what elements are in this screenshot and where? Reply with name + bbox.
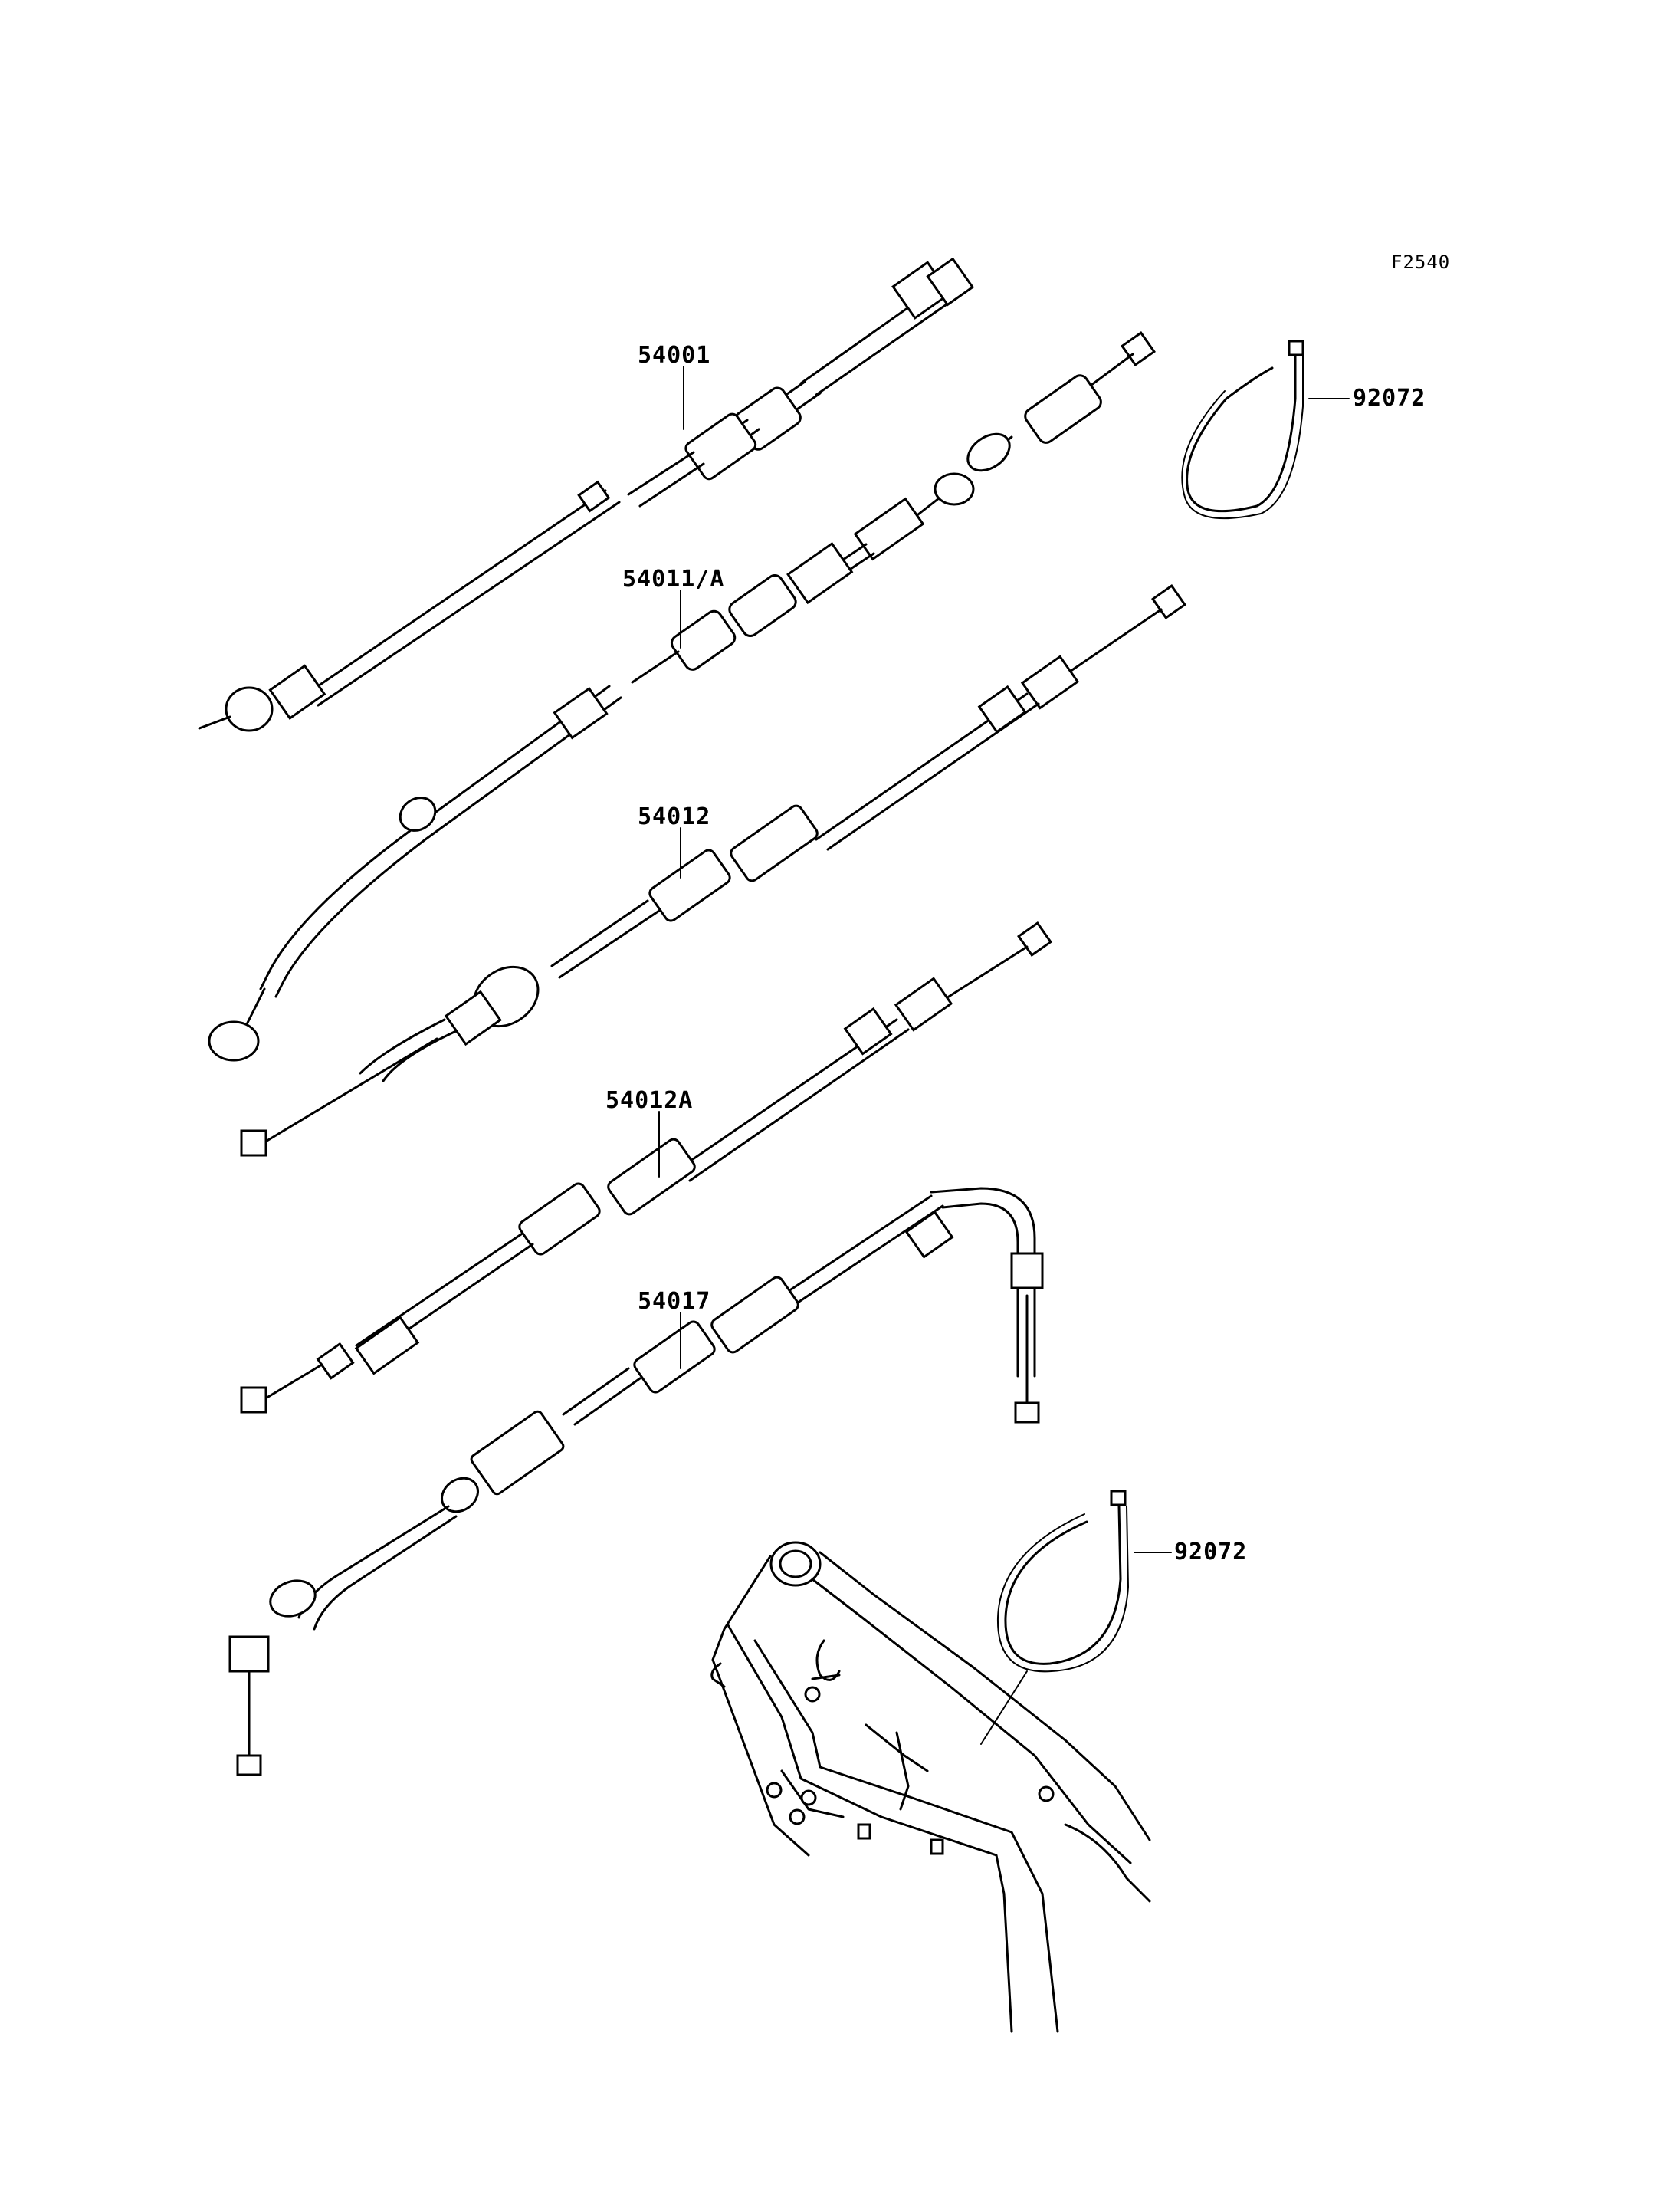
cable-54011 xyxy=(208,331,1156,1062)
part-label-92072-bottom: 92072 xyxy=(1174,1539,1248,1565)
part-label-54012: 54012 xyxy=(638,803,711,830)
diagram-code: F2540 xyxy=(1391,251,1451,273)
cable-54012a xyxy=(240,921,1052,1414)
part-label-54001: 54001 xyxy=(638,342,711,369)
cable-54001 xyxy=(198,257,975,732)
part-label-54012a: 54012A xyxy=(605,1087,694,1114)
clamp-92072-top xyxy=(1181,340,1304,520)
part-label-92072-top: 92072 xyxy=(1353,385,1426,412)
part-label-54017: 54017 xyxy=(638,1288,711,1315)
frame-drawing xyxy=(710,1541,1151,2033)
leader-lines xyxy=(658,366,1350,1553)
cable-54017 xyxy=(228,1187,1044,1776)
clamp-92072-bottom xyxy=(980,1490,1130,1745)
part-label-54011: 54011/A xyxy=(622,566,725,593)
cable-54012 xyxy=(240,584,1186,1157)
